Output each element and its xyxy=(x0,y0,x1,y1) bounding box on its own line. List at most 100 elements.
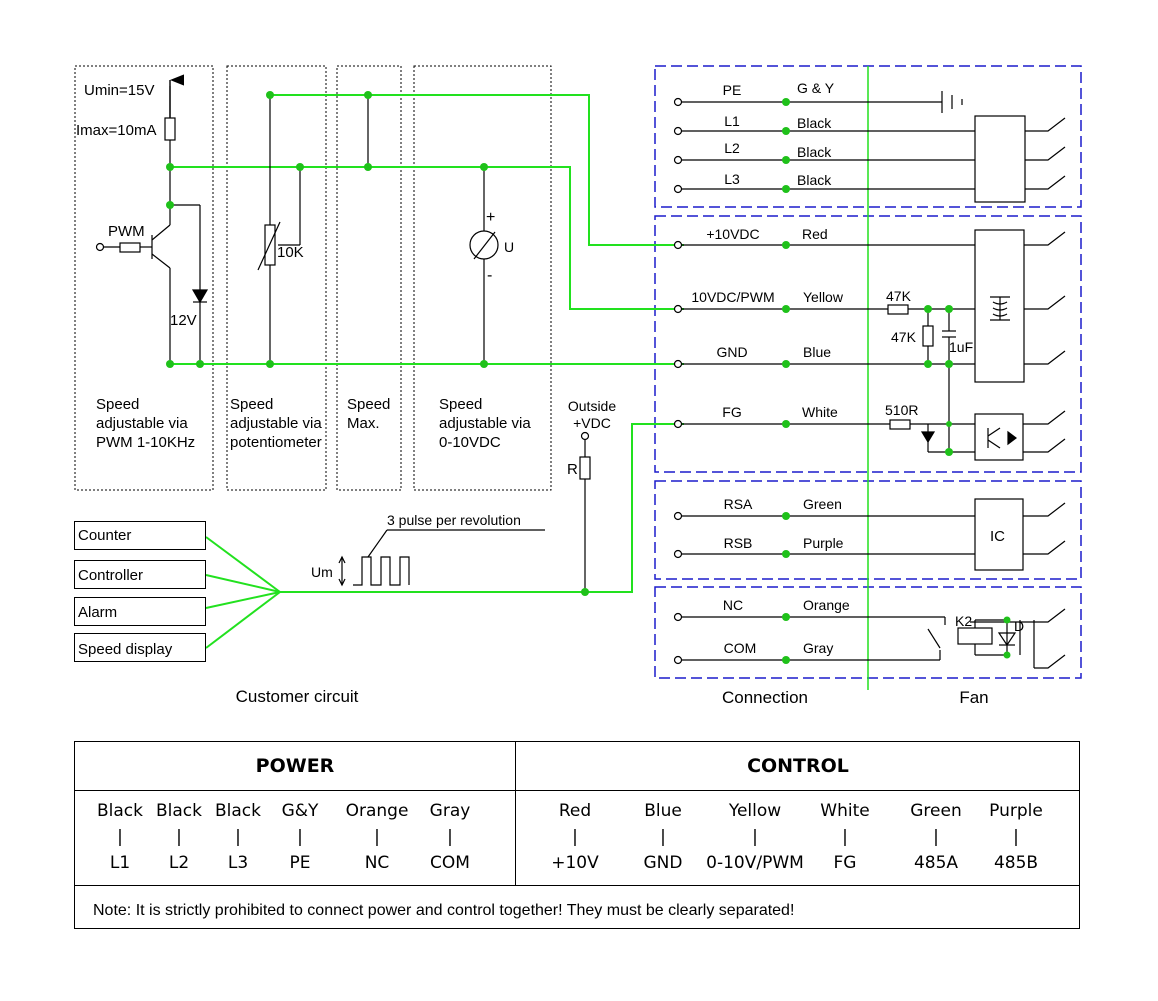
meter-minus: - xyxy=(487,267,492,284)
row-name: 10VDC/PWM xyxy=(691,289,774,305)
row-color: Red xyxy=(802,226,828,242)
box1-line2: adjustable via xyxy=(96,415,188,432)
pulse-label: 3 pulse per revolution xyxy=(387,512,521,528)
r510-label: 510R xyxy=(885,402,918,418)
pot-label: 10K xyxy=(277,244,304,261)
table-rule xyxy=(75,885,1079,886)
imax-label: Imax=10mA xyxy=(76,122,156,139)
warning-note: Note: It is strictly prohibited to conne… xyxy=(93,902,795,919)
box2-line2: adjustable via xyxy=(230,415,322,432)
fan-caption: Fan xyxy=(959,688,988,707)
row-color: Black xyxy=(797,144,832,160)
row-color: G & Y xyxy=(797,80,835,96)
box2-line3: potentiometer xyxy=(230,434,322,451)
device-speed-display: Speed display xyxy=(74,633,206,662)
green-nodes xyxy=(166,91,1011,664)
box-0-10v xyxy=(413,65,552,491)
um-label: Um xyxy=(311,564,333,580)
power-title: POWER xyxy=(255,755,335,777)
power-col: Black|L2 xyxy=(156,801,202,873)
customer-caption: Customer circuit xyxy=(236,687,359,706)
row-color: Blue xyxy=(803,344,831,360)
k2-label: K2 xyxy=(955,613,972,629)
wire-controller xyxy=(205,574,281,593)
outside-line1: Outside xyxy=(568,398,616,414)
power-col: Orange|NC xyxy=(345,801,409,873)
row-name: PE xyxy=(723,82,742,98)
meter-u: U xyxy=(504,239,514,255)
cap-label: 1uF xyxy=(949,339,973,355)
box2-line1: Speed xyxy=(230,396,273,413)
row-color: Yellow xyxy=(803,289,844,305)
zener-label: 12V xyxy=(170,312,197,329)
table-rule xyxy=(75,790,1079,791)
box-max xyxy=(336,65,402,491)
box-potentiometer xyxy=(226,65,327,491)
control-col: Green|485A xyxy=(910,801,962,873)
r47b-label: 47K xyxy=(891,329,917,345)
umin-label: Umin=15V xyxy=(84,82,154,99)
control-col: Blue|GND xyxy=(643,801,683,873)
row-color: Green xyxy=(803,496,842,512)
row-color: Black xyxy=(797,115,832,131)
row-name: COM xyxy=(724,640,757,656)
circuit-diagram: Umin=15V Imax=10mA PWM 12V 10K + - U Spe… xyxy=(74,65,1082,707)
green-wires xyxy=(170,94,684,649)
wire-alarm xyxy=(205,591,281,609)
wire-speed-display xyxy=(205,591,281,649)
ic-label: IC xyxy=(990,528,1005,545)
power-col: Black|L3 xyxy=(215,801,261,873)
customer-boxes xyxy=(74,65,552,491)
box1-line3: PWM 1-10KHz xyxy=(96,434,195,451)
control-col: Yellow|0-10V/PWM xyxy=(706,801,804,873)
box4-line1: Speed xyxy=(439,396,482,413)
control-col: White|FG xyxy=(820,801,870,873)
terminals xyxy=(673,97,683,665)
box3-line1: Speed xyxy=(347,396,390,413)
row-name: L3 xyxy=(724,171,740,187)
row-color: Black xyxy=(797,172,832,188)
control-col: Red|+10V xyxy=(551,801,599,873)
device-counter: Counter xyxy=(74,521,206,550)
row-color: Gray xyxy=(803,640,833,656)
control-col: Purple|485B xyxy=(989,801,1043,873)
row-name: NC xyxy=(723,597,743,613)
wire-color-table: POWER CONTROL Black|L1 Black|L2 Black|L3… xyxy=(74,741,1080,929)
table-divider xyxy=(515,742,516,885)
wire-counter xyxy=(205,536,281,593)
box4-line3: 0-10VDC xyxy=(439,434,501,451)
meter-plus: + xyxy=(486,209,495,226)
wire-10vdc xyxy=(270,94,684,246)
row-name: RSA xyxy=(724,496,753,512)
row-name: +10VDC xyxy=(706,226,759,242)
box3-line2: Max. xyxy=(347,415,380,432)
row-color: White xyxy=(802,404,838,420)
device-alarm: Alarm xyxy=(74,597,206,626)
control-title: CONTROL xyxy=(747,755,849,777)
r47a-label: 47K xyxy=(886,288,912,304)
device-controller: Controller xyxy=(74,560,206,589)
fan-output-ticks xyxy=(1023,117,1066,669)
box4-line2: adjustable via xyxy=(439,415,531,432)
connection-labels: PE G & Y L1 Black L2 Black L3 Black +10V… xyxy=(691,80,850,656)
row-name: L1 xyxy=(724,113,740,129)
row-name: FG xyxy=(722,404,741,420)
wire-fg xyxy=(280,423,684,593)
box1-line1: Speed xyxy=(96,396,139,413)
outside-line2: +VDC xyxy=(573,415,611,431)
power-col: Black|L1 xyxy=(97,801,143,873)
wire-pwm xyxy=(170,166,684,310)
row-color: Purple xyxy=(803,535,844,551)
pwm-label: PWM xyxy=(108,223,145,240)
row-name: L2 xyxy=(724,140,740,156)
box-pwm xyxy=(74,65,214,491)
d-label: D xyxy=(1014,618,1024,634)
black-circuit xyxy=(95,86,591,592)
resistor-r: R xyxy=(567,461,578,478)
row-name: RSB xyxy=(724,535,753,551)
row-name: GND xyxy=(716,344,747,360)
connection-caption: Connection xyxy=(722,688,808,707)
row-color: Orange xyxy=(803,597,850,613)
power-col: G&Y|PE xyxy=(281,801,319,873)
